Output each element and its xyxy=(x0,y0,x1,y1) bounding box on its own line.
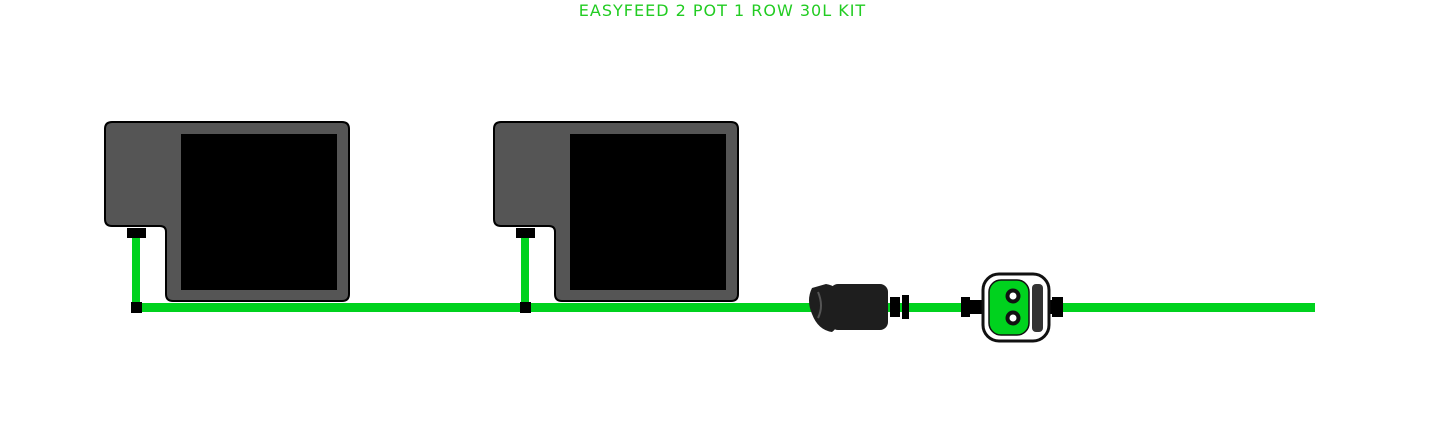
pot-2-tee-fitting xyxy=(520,302,531,313)
valve-band xyxy=(1032,284,1043,332)
pot-1-body xyxy=(181,134,337,290)
ball-valve xyxy=(961,272,1063,343)
filter-outlet-nut xyxy=(902,295,909,319)
filter-body xyxy=(830,284,888,330)
pot-1 xyxy=(104,121,350,313)
pot-2-body xyxy=(570,134,726,290)
valve-face xyxy=(988,279,1030,336)
valve-inlet-nut xyxy=(970,300,984,314)
pot-1-tee-fitting xyxy=(131,302,142,313)
main-feed-pipe xyxy=(135,303,1315,312)
inline-filter xyxy=(809,284,909,332)
valve-knob-bottom-center xyxy=(1009,314,1017,322)
valve-knob-top-center xyxy=(1009,292,1017,300)
valve-outlet-fitting xyxy=(1052,297,1063,317)
pot-2-drip-line xyxy=(521,236,529,308)
filter-outlet-fitting xyxy=(890,297,900,317)
valve-inlet-fitting xyxy=(961,297,970,317)
kit-title: EASYFEED 2 POT 1 ROW 30L KIT xyxy=(578,1,867,20)
filter-highlight xyxy=(817,291,822,319)
pot-1-drip-line xyxy=(132,236,140,308)
pot-2-inlet-fitting xyxy=(516,228,535,238)
pot-1-inlet-fitting xyxy=(127,228,146,238)
pot-2 xyxy=(493,121,739,313)
